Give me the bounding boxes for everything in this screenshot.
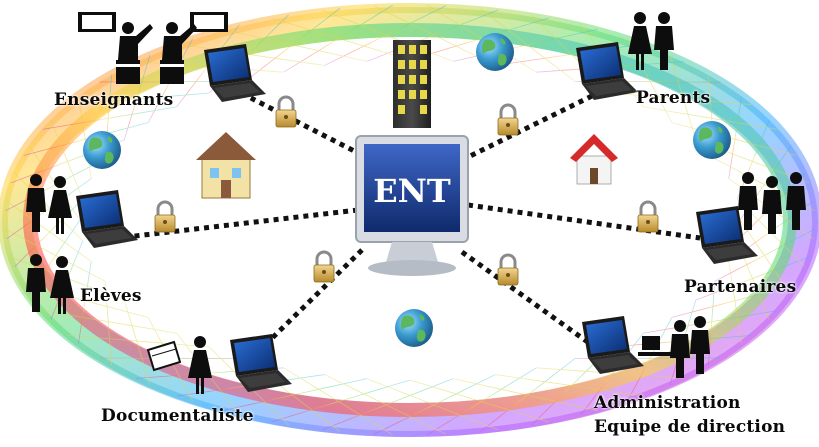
ent-monitor: ENT [355,135,469,276]
label-administration: Administration [594,393,741,413]
connector-administration [460,249,598,351]
label-documentaliste: Documentaliste [101,406,254,426]
librarian-group [146,336,212,394]
globe-icon [83,131,121,169]
globe-icon [395,309,433,347]
label-eleves: Elèves [80,286,142,306]
globe-icon [693,121,731,159]
house-icon [196,132,256,199]
partners-group [738,172,806,234]
ent-label: ENT [373,172,451,210]
label-parents: Parents [636,88,711,108]
admin-group [638,316,710,378]
connection-lines [117,90,701,351]
label-enseignants: Enseignants [54,90,174,110]
house-red-icon [570,134,618,185]
globe-icon [476,33,514,71]
building-icon [393,40,431,128]
label-partenaires: Partenaires [684,277,797,297]
connector-enseignants [243,92,364,158]
connector-documentaliste [260,248,364,350]
teachers-group [78,12,228,84]
connector-eleves [117,207,359,241]
label-equipe-direction: Equipe de direction [594,417,786,437]
